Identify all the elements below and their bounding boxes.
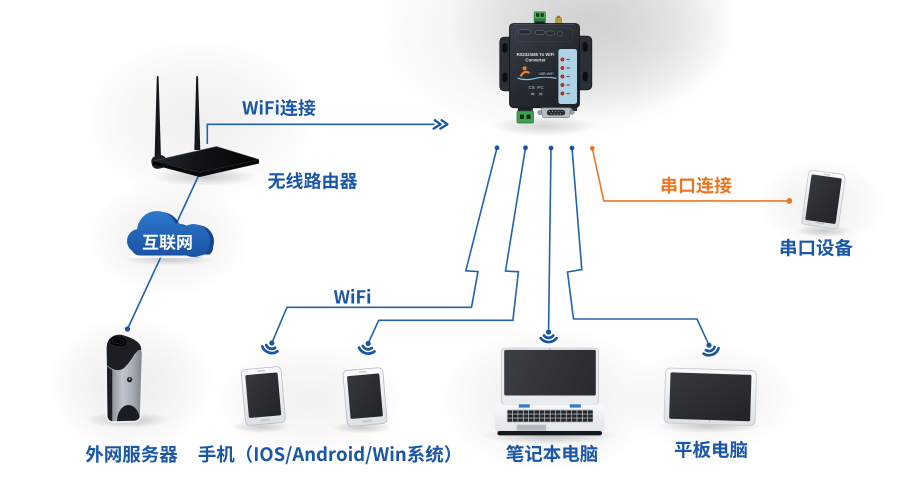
svg-text:Converter: Converter bbox=[525, 58, 546, 63]
svg-text:CE FC: CE FC bbox=[529, 85, 545, 90]
svg-text:USR-WiFi: USR-WiFi bbox=[538, 72, 553, 76]
svg-text:RS232/485 To WiFi: RS232/485 To WiFi bbox=[517, 52, 555, 57]
